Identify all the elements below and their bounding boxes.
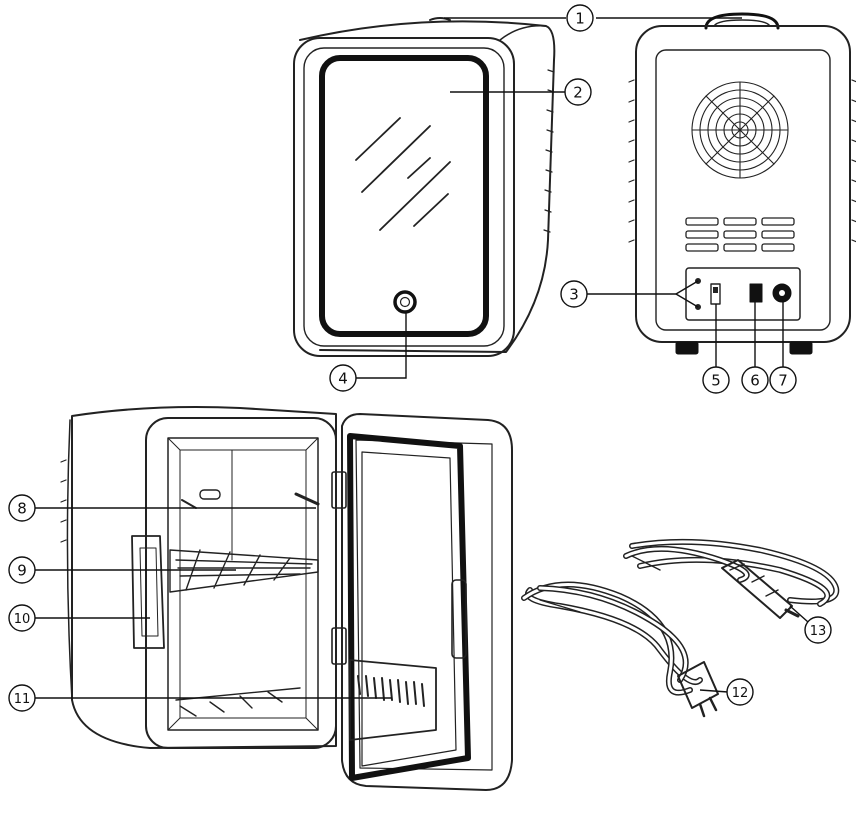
callout-13-label: 13 <box>810 624 827 639</box>
ac-power-cord <box>521 581 719 718</box>
door-button <box>393 290 417 314</box>
callout-10: 10 <box>8 604 36 632</box>
callout-9: 9 <box>8 556 36 584</box>
callout-4-label: 4 <box>338 370 348 388</box>
interior-light <box>199 489 221 500</box>
car-plug <box>721 559 793 619</box>
callout-1: 1 <box>566 4 594 32</box>
fridge-front-view <box>293 17 556 357</box>
callout-5: 5 <box>702 366 730 394</box>
vent-slots <box>685 217 795 252</box>
callout-1-label: 1 <box>575 10 585 28</box>
callout-12: 12 <box>726 678 754 706</box>
callout-11: 11 <box>8 684 36 712</box>
callout-7-label: 7 <box>778 372 788 390</box>
callout-2: 2 <box>564 78 592 106</box>
dc-car-cord <box>623 538 840 619</box>
callout-7: 7 <box>769 366 797 394</box>
callout-4: 4 <box>329 364 357 392</box>
carry-handle <box>131 535 165 649</box>
door-bin <box>349 659 437 741</box>
callout-8: 8 <box>8 494 36 522</box>
callout-9-label: 9 <box>17 562 27 580</box>
control-panel <box>685 267 801 321</box>
dc-socket <box>749 283 763 303</box>
fridge-open-view <box>60 406 513 791</box>
callout-11-label: 11 <box>14 692 31 707</box>
callout-5-label: 5 <box>711 372 721 390</box>
callout-6-label: 6 <box>750 372 760 390</box>
callout-12-label: 12 <box>732 686 749 701</box>
callout-6: 6 <box>741 366 769 394</box>
callout-3: 3 <box>560 280 588 308</box>
callout-2-label: 2 <box>573 84 583 102</box>
callout-3-label: 3 <box>569 286 579 304</box>
fan-grille <box>691 81 789 179</box>
callout-8-label: 8 <box>17 500 27 518</box>
ac-plug <box>677 661 719 709</box>
fridge-back-view <box>628 12 856 355</box>
callout-13: 13 <box>804 616 832 644</box>
leader-lines <box>34 17 809 699</box>
shelf <box>169 549 319 593</box>
callout-10-label: 10 <box>14 612 31 627</box>
